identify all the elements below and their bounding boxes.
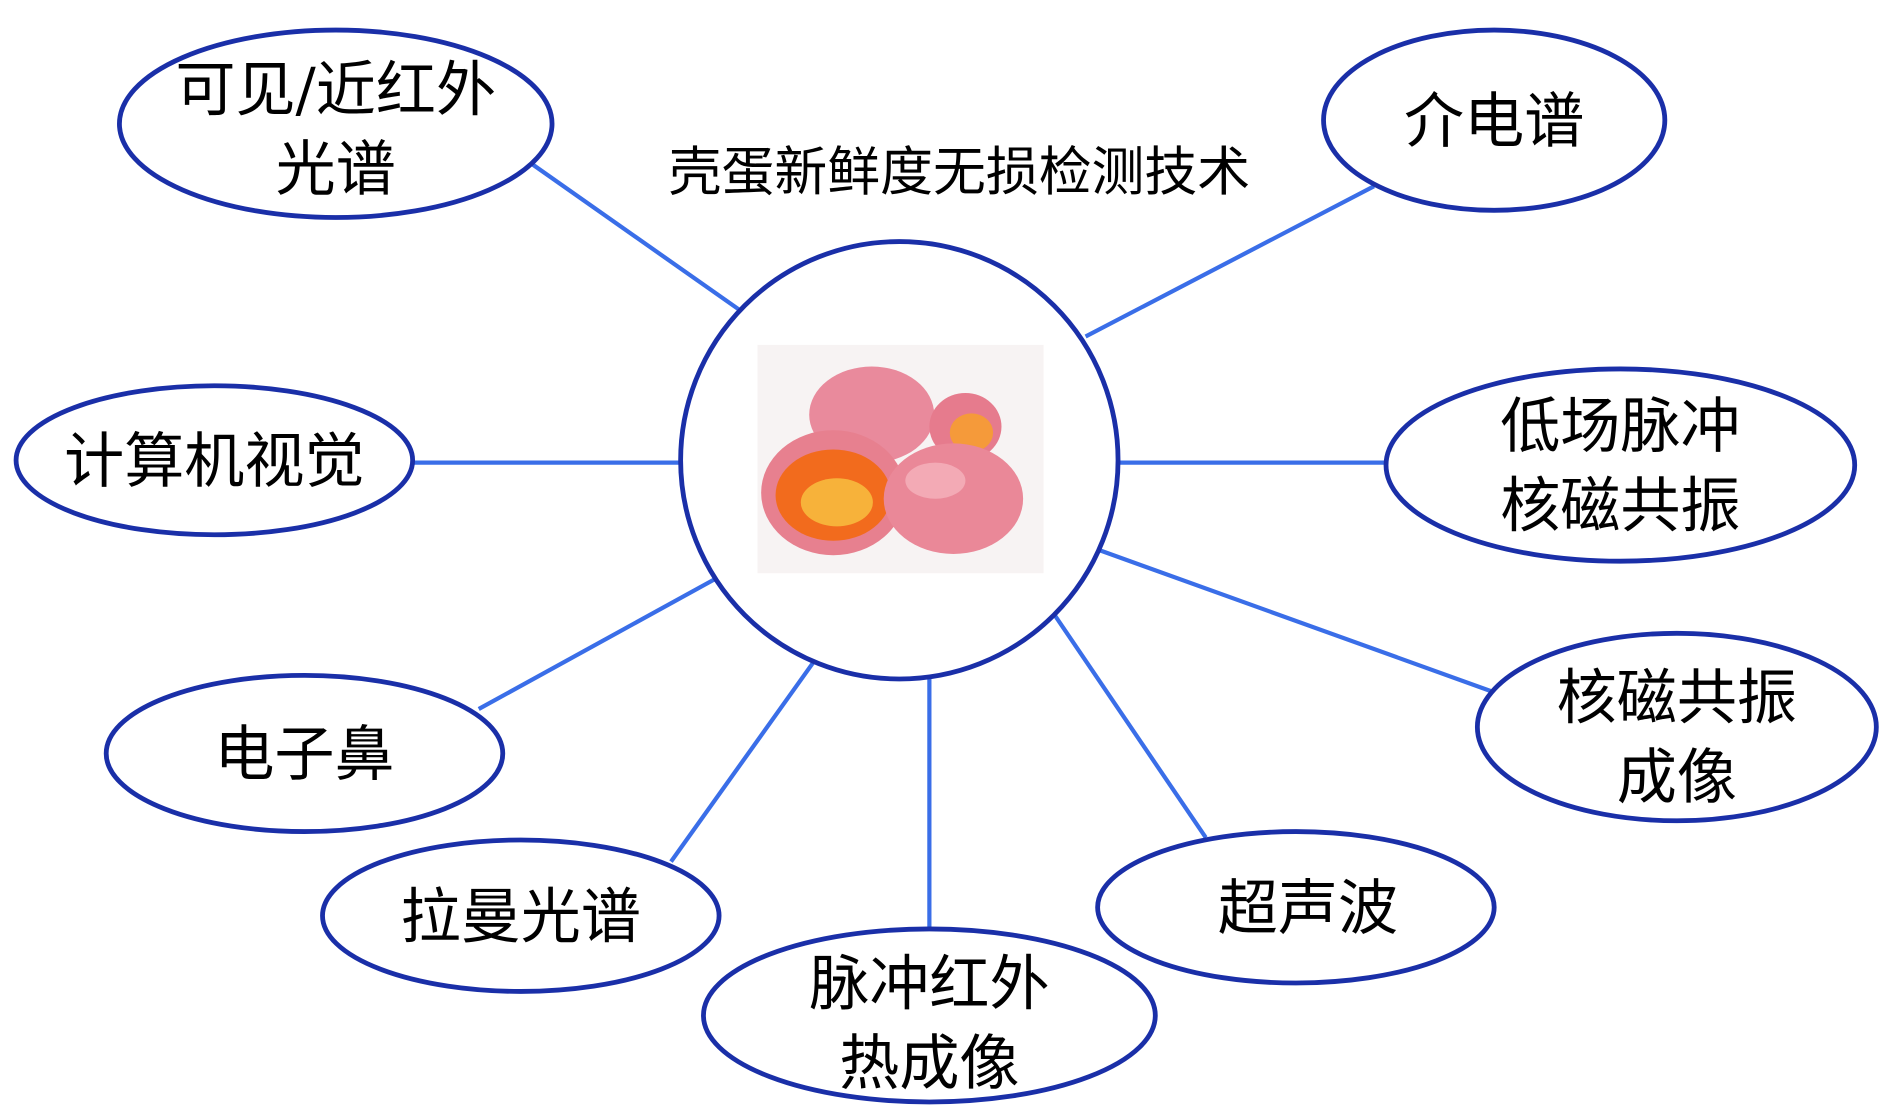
node-label: 拉曼光谱 [401, 882, 641, 952]
node-label: 介电谱 [1404, 87, 1584, 157]
node-label: 电子鼻 [214, 720, 394, 790]
link-raman [669, 650, 823, 863]
diagram-title: 壳蛋新鲜度无损检测技术 [669, 142, 1250, 203]
link-vis-nir [531, 162, 745, 315]
node-label: 核磁共振 [1557, 664, 1797, 734]
center-node [678, 239, 1121, 682]
link-e-nose [477, 574, 721, 711]
node-label: 热成像 [839, 1029, 1019, 1099]
node-label: 核磁共振 [1500, 471, 1740, 541]
node-dielectric: 介电谱 [1321, 27, 1668, 213]
eggs-image [757, 344, 1044, 574]
node-raman: 拉曼光谱 [320, 837, 722, 994]
node-label: 光谱 [276, 135, 396, 205]
node-computer-vision: 计算机视觉 [13, 383, 416, 538]
node-mri: 核磁共振 成像 [1474, 630, 1879, 824]
node-ultrasound: 超声波 [1095, 829, 1497, 986]
node-e-nose: 电子鼻 [103, 672, 506, 834]
node-pulsed-thermal: 脉冲红外 热成像 [701, 926, 1158, 1105]
node-label: 低场脉冲 [1500, 392, 1740, 462]
node-label: 计算机视觉 [64, 427, 364, 497]
link-ultrasound [1051, 611, 1208, 839]
node-label: 脉冲红外 [809, 950, 1049, 1020]
node-vis-nir: 可见/近红外 光谱 [117, 27, 555, 220]
node-lf-nmr: 低场脉冲 核磁共振 [1383, 366, 1858, 564]
link-mri [1099, 548, 1492, 693]
node-label: 可见/近红外 [175, 56, 496, 126]
node-label: 成像 [1617, 743, 1737, 813]
links [412, 162, 1492, 935]
link-dielectric [1084, 184, 1375, 339]
node-label: 超声波 [1218, 874, 1398, 944]
